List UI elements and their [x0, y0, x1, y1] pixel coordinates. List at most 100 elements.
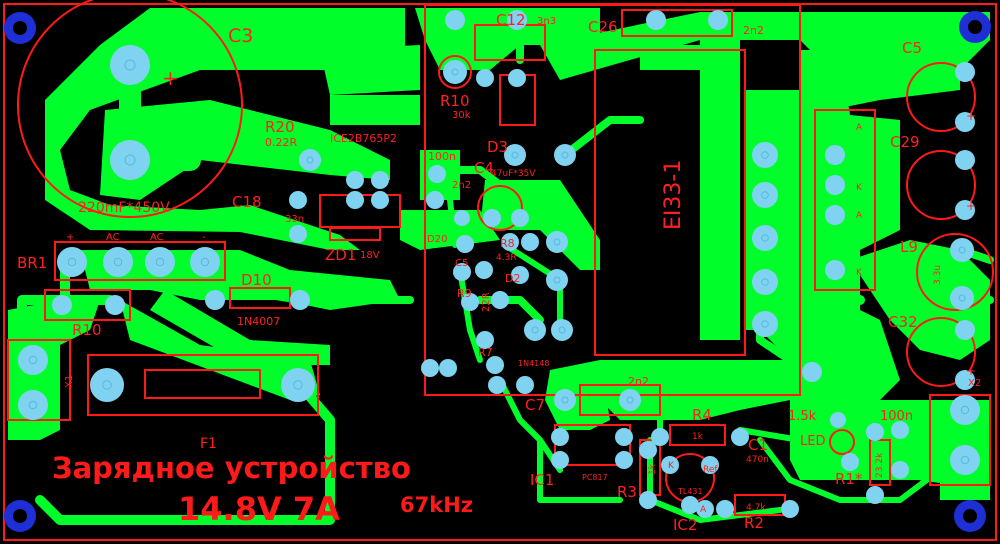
pad-hole: [561, 396, 569, 404]
pad-hole: [306, 156, 314, 164]
c7-value: 2n2: [628, 375, 649, 388]
x2-ref: X2: [968, 378, 981, 389]
pad: [866, 423, 884, 441]
r20-ref: R20: [265, 118, 295, 136]
c2n2-a: 2n2: [452, 180, 471, 191]
pad-hole: [553, 238, 561, 246]
br1-pin-ac2: AC: [150, 232, 164, 243]
c26-ref: C26: [588, 18, 618, 36]
c100n-b: 100n: [880, 409, 913, 424]
pad: [428, 165, 446, 183]
pad: [830, 412, 846, 428]
pad-hole: [761, 234, 769, 242]
diode-a-1: A: [856, 123, 863, 133]
pad: [476, 331, 494, 349]
f1-ref: F1: [200, 436, 217, 452]
d20-ref: D20: [427, 234, 447, 245]
d10-ref: D10: [241, 271, 272, 289]
c18-ref: C18: [232, 193, 262, 211]
pad: [491, 291, 509, 309]
c3-value: 220mF*450V: [78, 200, 170, 216]
pad: [52, 295, 72, 315]
br1-pin-plus: +: [66, 232, 74, 243]
silkscreen-outlines: [3, 0, 997, 541]
pad-hole: [293, 380, 303, 390]
r2-value: 4.7k: [746, 503, 766, 513]
pad: [696, 500, 714, 518]
title-line2: 14.8V 7A: [178, 490, 340, 528]
pad: [507, 10, 527, 30]
ic2-a: A: [700, 505, 707, 515]
pad: [475, 261, 493, 279]
pad-hole: [28, 355, 38, 365]
c5-plus: +: [966, 109, 976, 123]
pad-hole: [761, 278, 769, 286]
pad: [501, 233, 519, 251]
r3-ref: R3: [617, 483, 637, 501]
pad: [646, 10, 666, 30]
r9-ref: R9: [457, 287, 472, 300]
pad: [802, 362, 822, 382]
r10a-value: 30k: [452, 110, 471, 121]
c5s-ref: C5: [455, 258, 468, 269]
pad-hole: [124, 154, 136, 166]
pad: [841, 453, 859, 471]
led-value: 1.5k: [788, 409, 817, 424]
pad: [421, 359, 439, 377]
pad: [955, 112, 975, 132]
pad: [346, 191, 364, 209]
pad-hole: [958, 246, 966, 254]
r2-ref: R2: [744, 514, 764, 532]
d2-ref: D2: [505, 272, 520, 285]
pad: [551, 428, 569, 446]
br1-pin-minus: -: [202, 232, 206, 243]
c29-ref: C29: [890, 133, 920, 151]
pad: [289, 225, 307, 243]
pad-hole: [761, 320, 769, 328]
c5-ref: C5: [902, 39, 922, 57]
pad: [955, 320, 975, 340]
pad: [615, 451, 633, 469]
x1-ref: X1: [64, 375, 75, 388]
pad: [290, 290, 310, 310]
c12-ref: C12: [496, 11, 526, 29]
r1-value: 23.2k: [875, 452, 885, 478]
pad-hole: [958, 294, 966, 302]
pad: [825, 260, 845, 280]
pad: [486, 356, 504, 374]
c29-plus: +: [966, 199, 976, 213]
r22-value: 22R: [481, 292, 492, 312]
r20-value: 0.22R: [265, 136, 297, 149]
pad: [891, 421, 909, 439]
pad-hole: [67, 257, 77, 267]
pad-hole: [558, 326, 566, 334]
pad: [445, 10, 465, 30]
c26-value: 2n2: [743, 24, 764, 37]
r7-ref: R7: [478, 346, 493, 359]
c100n-a: 100n: [428, 150, 456, 163]
c3-ref: C3: [228, 25, 253, 47]
c32-plus: +: [966, 364, 976, 378]
pad-hole: [531, 326, 539, 334]
pad: [476, 69, 494, 87]
pad-hole: [511, 151, 519, 159]
pad: [731, 428, 749, 446]
pad: [955, 200, 975, 220]
pad: [105, 295, 125, 315]
mounting-holes: [4, 11, 991, 532]
pad-hole: [761, 191, 769, 199]
pad-hole: [626, 396, 634, 404]
pad: [639, 441, 657, 459]
pad: [511, 209, 529, 227]
c1-value: 470n: [746, 455, 769, 465]
r3-value: 1k: [648, 463, 658, 475]
zd1-value: 18V: [360, 250, 380, 261]
pad: [454, 210, 470, 226]
title-line1: Зарядное устройство: [52, 451, 411, 485]
br1-ref: BR1: [17, 254, 47, 272]
pad-hole: [761, 151, 769, 159]
d1n4148-value: 1N4148: [518, 359, 549, 368]
ic2-ref: IC2: [673, 516, 697, 534]
pad: [346, 171, 364, 189]
